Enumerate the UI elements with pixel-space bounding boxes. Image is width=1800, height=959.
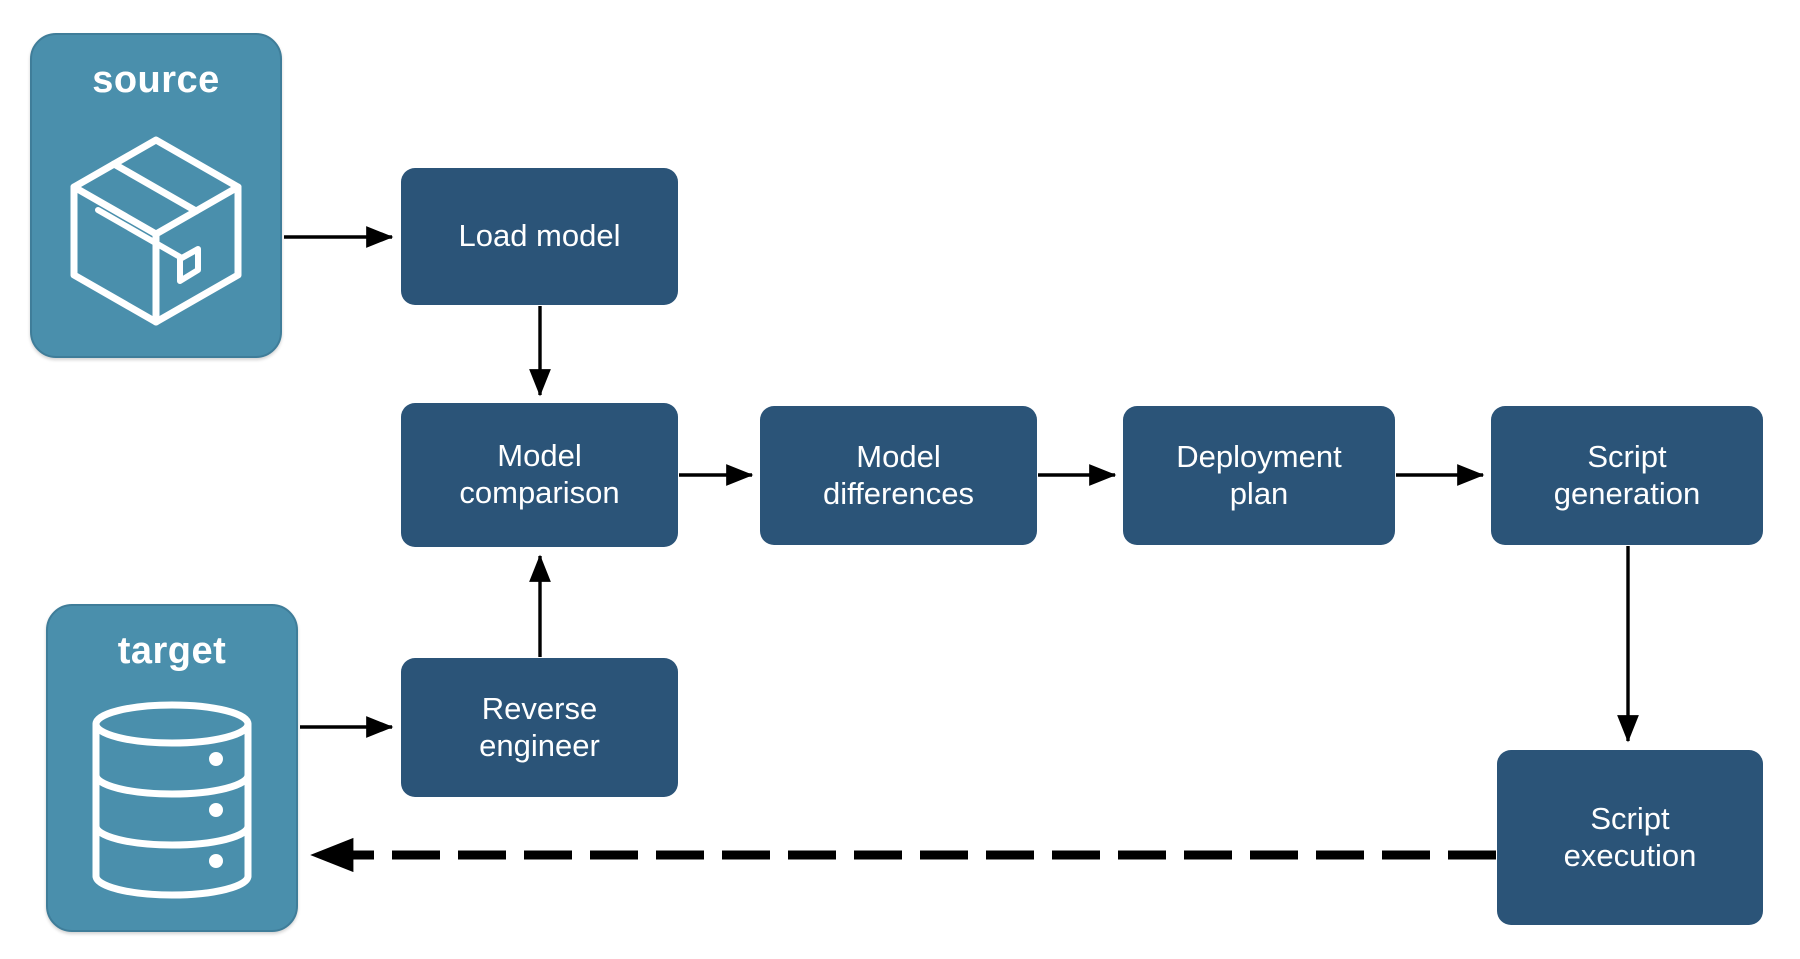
step-deployment-plan[interactable]: Deployment plan <box>1123 406 1395 545</box>
step-label-line: plan <box>1229 475 1289 511</box>
step-script-execution[interactable]: Script execution <box>1497 750 1763 925</box>
step-script-execution-text: Script execution <box>1564 801 1697 874</box>
step-load-model-text: Load model <box>458 218 620 255</box>
step-reverse-engineer-text: Reverse engineer <box>479 691 600 764</box>
step-label-line: Load model <box>458 218 621 254</box>
step-label-line: Script <box>1590 800 1670 836</box>
step-deployment-plan-text: Deployment plan <box>1176 439 1341 512</box>
database-cylinder-icon <box>48 670 296 930</box>
step-label-line: Deployment <box>1176 438 1342 474</box>
step-label-line: Script <box>1587 438 1667 474</box>
step-model-differences[interactable]: Model differences <box>760 406 1037 545</box>
source-label: source <box>92 59 220 101</box>
source-endpoint-card[interactable]: source <box>30 33 282 358</box>
step-script-generation-text: Script generation <box>1554 439 1701 512</box>
step-script-generation[interactable]: Script generation <box>1491 406 1763 545</box>
step-label-line: Model <box>856 438 941 474</box>
step-label-line: execution <box>1563 837 1697 873</box>
target-endpoint-card[interactable]: target <box>46 604 298 932</box>
step-load-model[interactable]: Load model <box>401 168 678 305</box>
step-label-line: differences <box>822 475 975 511</box>
step-model-comparison-text: Model comparison <box>459 438 619 511</box>
step-label-line: generation <box>1553 475 1701 511</box>
step-reverse-engineer[interactable]: Reverse engineer <box>401 658 678 797</box>
step-label-line: Model <box>497 438 582 474</box>
target-label: target <box>117 630 227 672</box>
step-label-line: engineer <box>479 727 600 763</box>
step-label-line: comparison <box>459 475 620 510</box>
package-box-icon <box>32 99 280 356</box>
step-label-line: Reverse <box>481 690 598 726</box>
step-model-comparison[interactable]: Model comparison <box>401 403 678 547</box>
step-model-differences-text: Model differences <box>823 439 974 512</box>
